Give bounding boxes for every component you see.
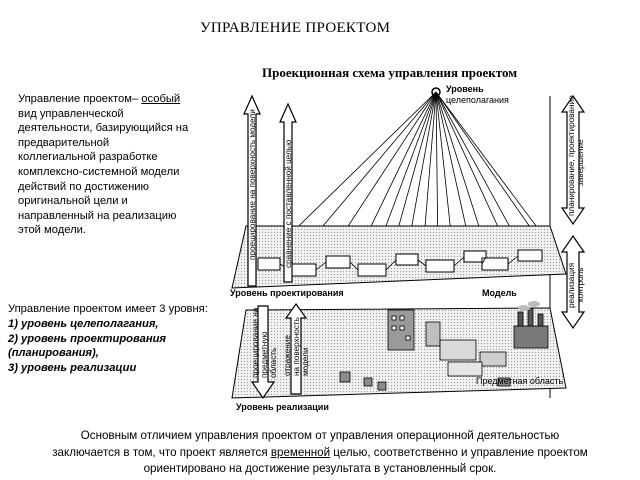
intro-line-8: оригинальной цели и	[18, 195, 128, 208]
subject-area-objects	[339, 301, 549, 391]
diagram-title: Проекционная схема управления проектом	[262, 65, 517, 80]
intro-text: Управление проектом– особый вид управлен…	[18, 92, 218, 238]
arrow-planning-completion: планирование, проектирование завершение	[560, 95, 586, 226]
goal-level-label-line2: целеполагания	[446, 95, 509, 105]
level-item-goal: 1) уровень целеполагания,	[8, 317, 159, 330]
arrow-compare-with-goal: сравнение с поставленной целью	[279, 102, 297, 283]
intro-line-2: вид управленческой	[18, 107, 124, 120]
intro-line-5: коллегиальной разработке	[18, 151, 158, 164]
intro-line-6: комплексно-системной модели	[18, 165, 180, 178]
arrow-label-project-to-subject-line1: проецирование на	[251, 307, 260, 378]
levels-heading: Управление проектом имеет 3 уровня:	[8, 303, 208, 315]
level-item-design: 2) уровень проектирования	[8, 332, 167, 345]
level-item-implementation: 3) уровень реализации	[8, 362, 137, 375]
arrow-label-control: контроль	[576, 268, 585, 302]
page-title: УПРАВЛЕНИЕ ПРОЕКТОМ	[200, 20, 391, 36]
intro-line-9: направленный на реализацию	[18, 209, 177, 222]
model-label: Модель	[482, 288, 517, 298]
intro-underlined-word: особый	[141, 93, 181, 105]
conclusion-line-2-end: целью, соответственно и управление проек…	[330, 445, 588, 459]
arrow-reflect-to-model: отражение на поверхность модели	[283, 302, 310, 395]
arrow-label-planning: планирование, проектирование	[567, 95, 576, 216]
design-level-label: Уровень проектирования	[230, 288, 344, 298]
intro-line-4: предварительной	[18, 136, 110, 149]
arrow-label-project-to-model: проецирование на поверхность модели	[248, 109, 257, 260]
intro-line-1: Управление проектом–	[18, 93, 142, 105]
arrow-label-implementation: реализация	[567, 263, 576, 308]
conclusion-line-3: ориентировано на достижение результата в…	[143, 462, 497, 476]
arrow-label-compare-with-goal: сравнение с поставленной целью	[284, 140, 293, 268]
implementation-level-label: Уровень реализации	[236, 402, 329, 412]
conclusion-line-2-start: заключается в том, что проект является	[52, 445, 271, 459]
model-blocks	[257, 249, 543, 277]
project-management-diagram: Проекционная схема управления проектом У…	[230, 65, 586, 412]
arrow-implementation-control: реализация контроль	[560, 234, 586, 330]
intro-line-3: деятельности, базирующийся на	[18, 122, 189, 135]
level-item-design-planning: (планирования),	[8, 347, 99, 360]
subject-area-label: Предметная область	[476, 376, 564, 386]
arrow-project-to-subject-area: проецирование на предметную область	[250, 305, 278, 400]
arrow-label-reflect-line1: отражение	[283, 335, 292, 376]
arrow-project-to-model: проецирование на поверхность модели	[243, 94, 261, 287]
conclusion-line-1: Основным отличием управления проектом от…	[80, 429, 560, 442]
goal-level-label-line1: Уровень	[446, 84, 484, 94]
arrow-label-reflect-line2: на поверхность	[292, 317, 301, 376]
conclusion-underlined-word: временной	[270, 445, 331, 459]
implementation-plane	[231, 307, 567, 399]
conclusion-text: Основным отличием управления проектом от…	[0, 428, 640, 478]
intro-line-7: действий по достижению	[18, 180, 149, 193]
arrow-label-reflect-line3: модели	[301, 348, 310, 376]
arrow-label-project-to-subject-line2: предметную	[260, 331, 269, 378]
arrow-label-project-to-subject-line3: область	[269, 348, 278, 378]
intro-line-10: этой модели.	[18, 224, 86, 237]
levels-list: Управление проектом имеет 3 уровня: 1) у…	[8, 302, 240, 376]
arrow-label-completion: завершение	[576, 139, 585, 186]
